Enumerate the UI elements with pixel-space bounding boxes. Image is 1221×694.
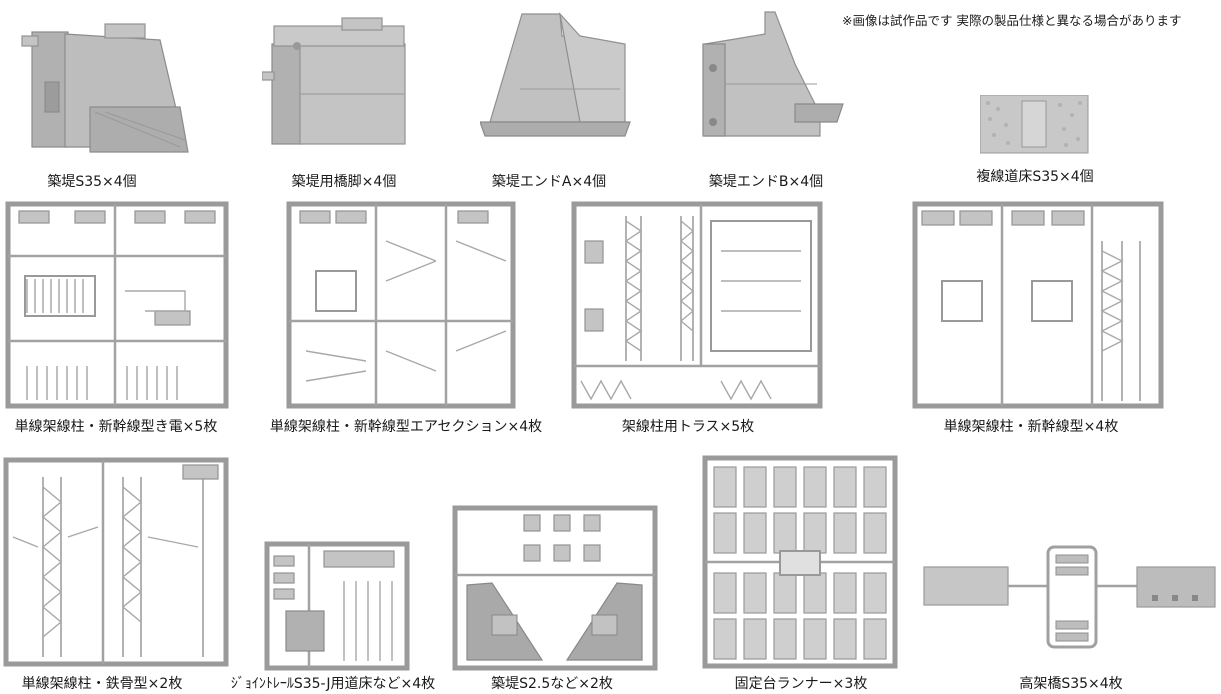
roadbed-part-image: [980, 95, 1090, 155]
caption-roadbed: 複線道床S35×4個: [976, 169, 1094, 185]
disclaimer-note: ※画像は試作品です 実際の製品仕様と異なる場合があります: [842, 13, 1182, 28]
pole-shinkansen-runner-image: [912, 201, 1164, 409]
caption-pole-shinkansen: 単線架線柱・新幹線型×4枚: [943, 419, 1119, 435]
caption-end-b: 築堤エンドB×4個: [708, 174, 824, 190]
pole-kiden-runner-image: [5, 201, 229, 409]
caption-viaduct: 高架橋S35×4枚: [1019, 676, 1123, 692]
caption-pole-steel: 単線架線柱・鉄骨型×2枚: [21, 676, 183, 692]
end-b-part-image: [695, 4, 845, 154]
caption-end-a: 築堤エンドA×4個: [491, 174, 607, 190]
caption-pole-kiden: 単線架線柱・新幹線型き電×5枚: [14, 419, 218, 435]
caption-truss: 架線柱用トラス×5枚: [621, 419, 755, 435]
caption-emb25: 築堤S2.5など×2枚: [491, 676, 613, 692]
pole-steel-runner-image: [3, 457, 229, 667]
caption-joint: ｼﾞｮｲﾝﾄﾚｰﾙS35-J用道床など×4枚: [230, 676, 436, 692]
caption-fixing: 固定台ランナー×3枚: [734, 676, 868, 692]
joint-runner-image: [264, 541, 410, 671]
embankment-part-image: [10, 12, 190, 167]
viaduct-runner-image: [922, 545, 1218, 655]
caption-pole-air: 単線架線柱・新幹線型エアセクション×4枚: [269, 419, 543, 435]
fixing-runner-image: [702, 455, 898, 669]
pier-part-image: [262, 14, 412, 164]
caption-embankment: 築堤S35×4個: [47, 174, 137, 190]
truss-runner-image: [571, 201, 823, 409]
end-a-part-image: [480, 4, 635, 154]
emb25-runner-image: [452, 505, 658, 671]
caption-pier: 築堤用橋脚×4個: [291, 174, 397, 190]
pole-air-runner-image: [286, 201, 516, 409]
